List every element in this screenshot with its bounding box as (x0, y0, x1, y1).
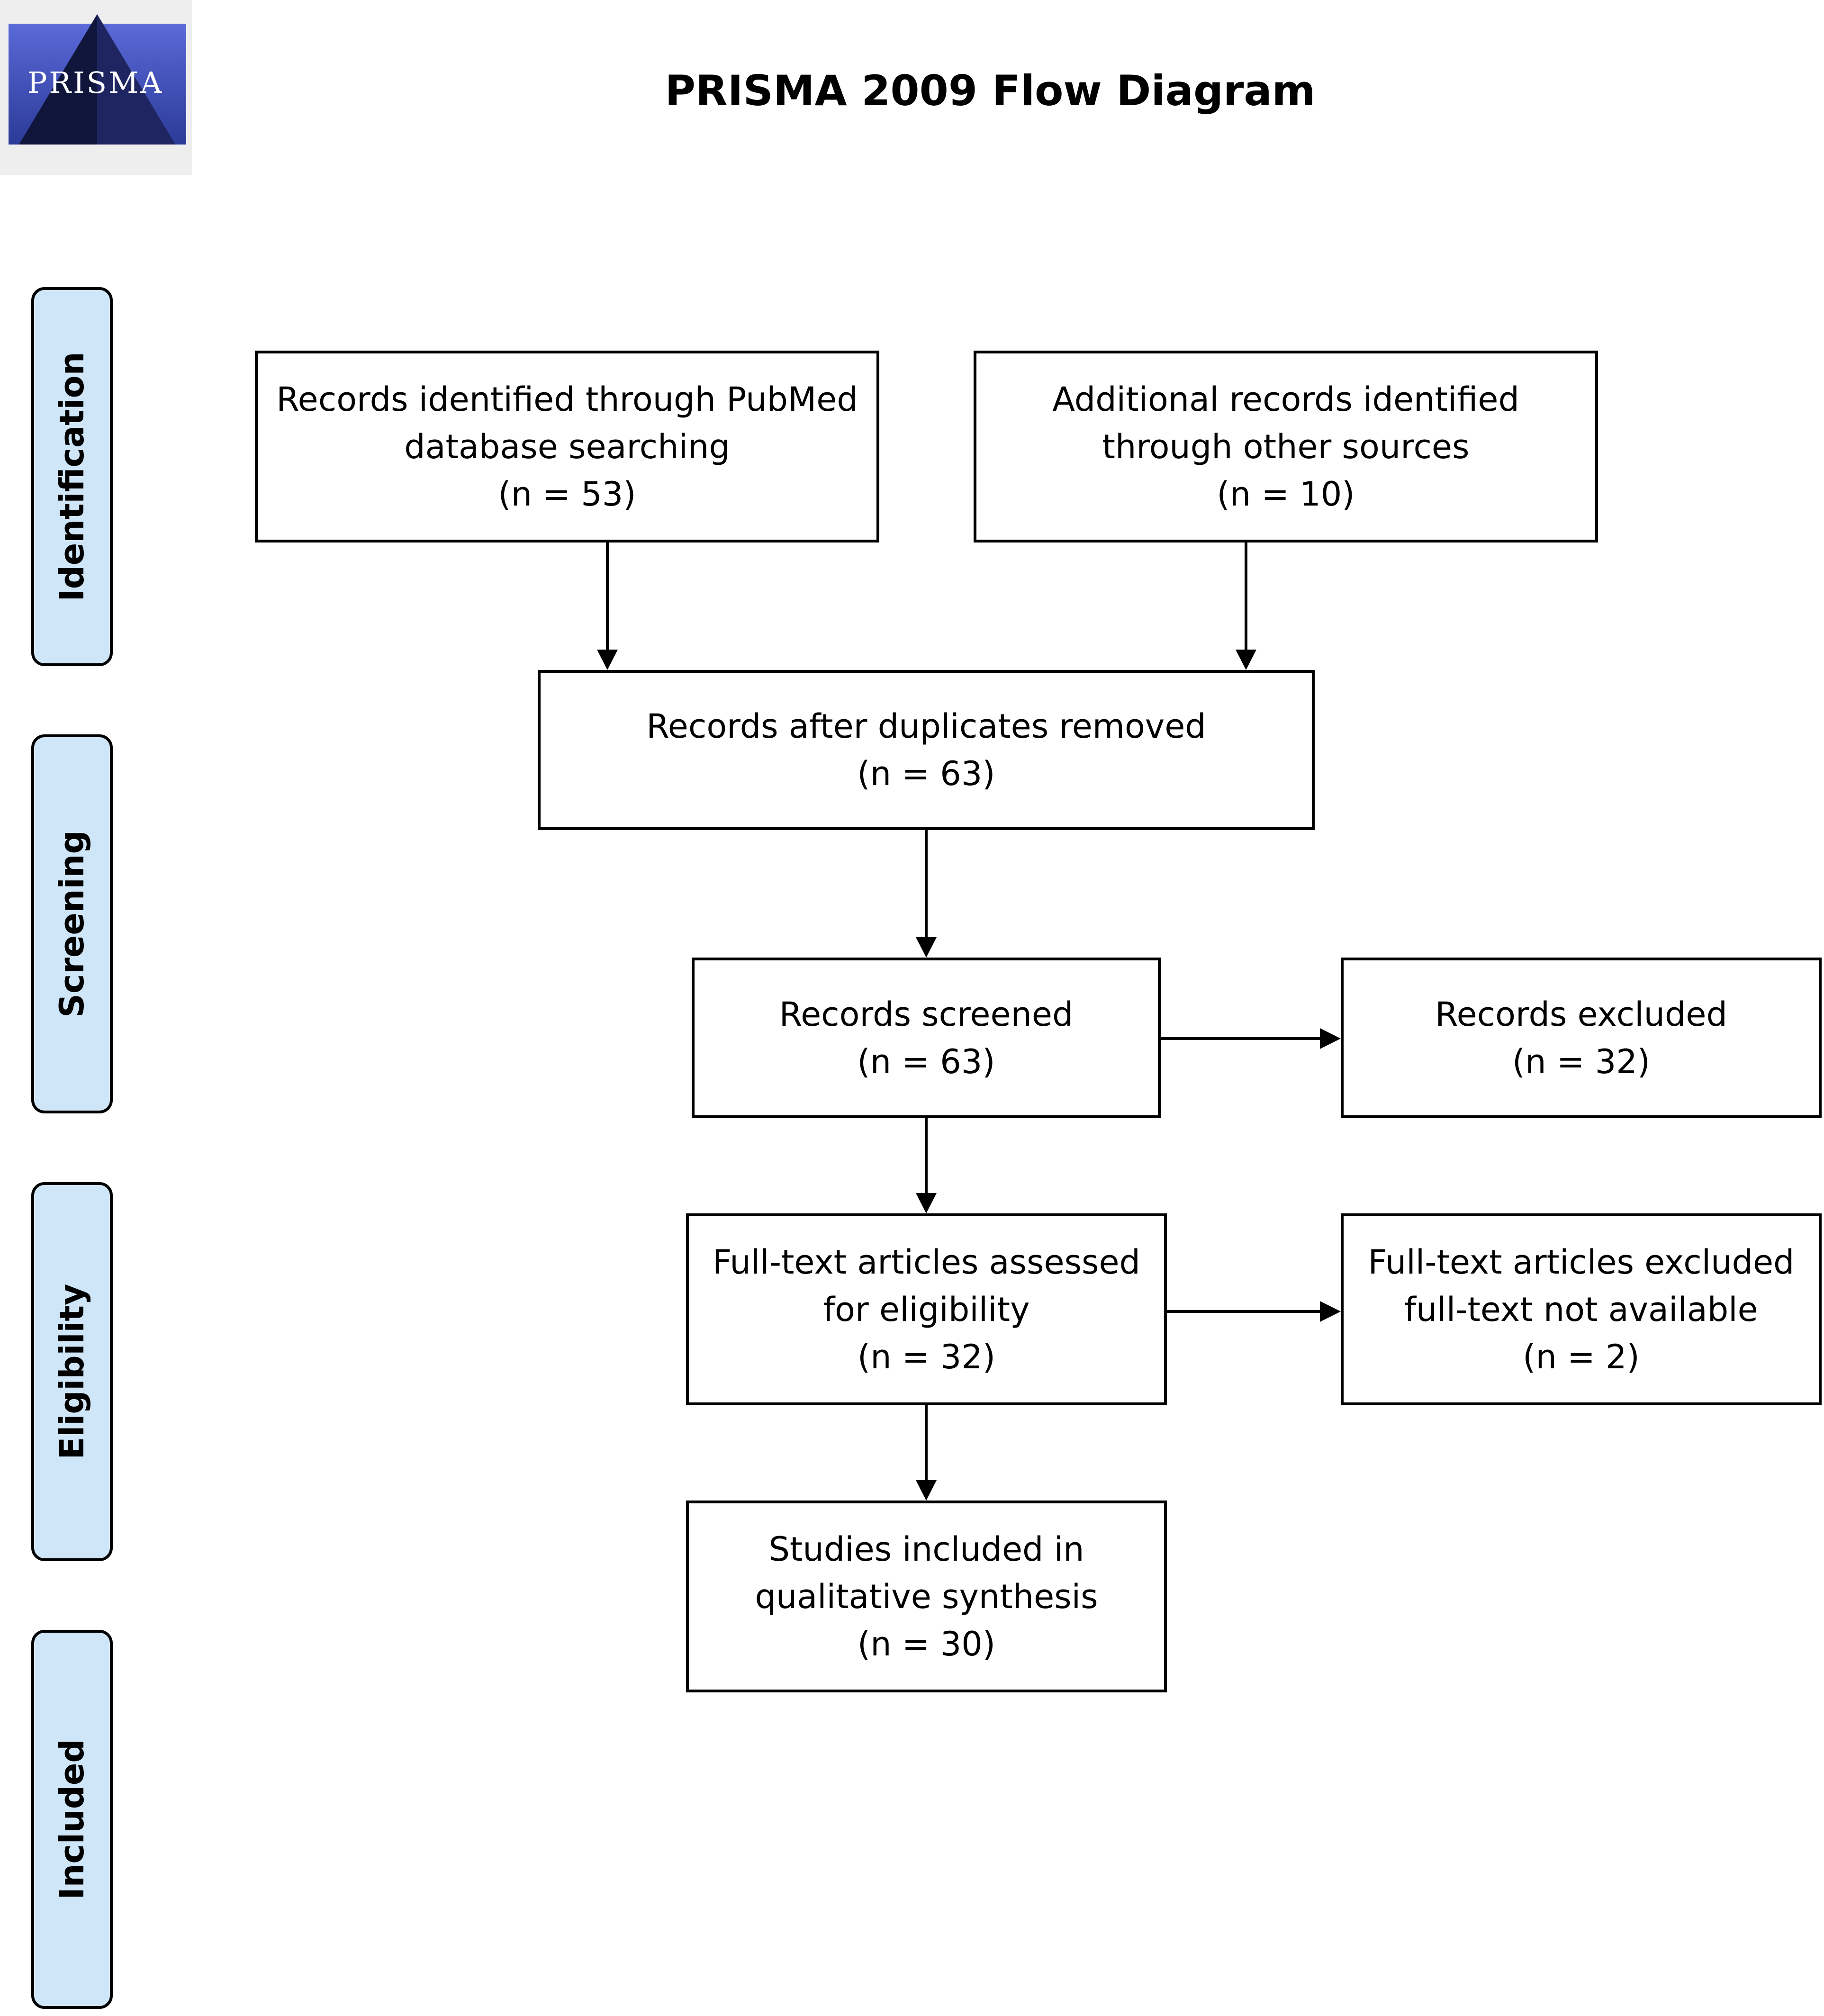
arrow-other-to-dedup (1236, 542, 1256, 670)
box-fulltext-excluded-count: (n = 2) (1523, 1337, 1640, 1376)
box-pubmed-line1: Records identified through PubMed (276, 380, 858, 419)
box-excluded-count: (n = 32) (1512, 1042, 1651, 1081)
box-other-count: (n = 10) (1217, 474, 1355, 514)
box-fulltext-line1: Full-text articles assessed (713, 1242, 1140, 1282)
arrow-fulltext-to-fulltext-excluded (1167, 1301, 1341, 1322)
box-dedup-line1: Records after duplicates removed (646, 707, 1206, 746)
arrow-fulltext-to-included (916, 1405, 937, 1501)
prisma-logo: PRISMA (0, 0, 192, 175)
box-other-line2: through other sources (1102, 427, 1470, 466)
box-duplicates-removed: Records after duplicates removed (n = 63… (538, 670, 1315, 830)
box-screened-line1: Records screened (779, 994, 1074, 1034)
arrow-dedup-to-screened (916, 830, 937, 958)
box-fulltext-assessed: Full-text articles assessed for eligibil… (686, 1213, 1167, 1405)
prisma-logo-graphic (9, 14, 186, 145)
box-fulltext-excluded: Full-text articles excluded full-text no… (1341, 1213, 1822, 1405)
diagram-title: PRISMA 2009 Flow Diagram (665, 66, 1316, 115)
arrow-pubmed-to-dedup (597, 542, 618, 670)
logo-word: PRISMA (27, 65, 164, 100)
box-records-screened: Records screened (n = 63) (692, 958, 1161, 1118)
box-fulltext-excluded-line1: Full-text articles excluded (1368, 1242, 1795, 1282)
box-included-line1: Studies included in (768, 1529, 1084, 1569)
arrow-screened-to-excluded (1161, 1028, 1341, 1049)
box-included-count: (n = 30) (857, 1624, 996, 1663)
box-fulltext-line2: for eligibility (823, 1290, 1030, 1329)
box-dedup-count: (n = 63) (857, 754, 995, 793)
box-included-line2: qualitative synthesis (755, 1577, 1098, 1616)
stage-screening: Screening (31, 734, 113, 1113)
stage-included: Included (31, 1630, 113, 2009)
box-excluded-line1: Records excluded (1435, 994, 1727, 1034)
stage-eligibility: Eligibility (31, 1182, 113, 1561)
stage-identification: Identification (31, 287, 113, 666)
box-pubmed-line2: database searching (404, 427, 730, 466)
arrow-screened-to-fulltext (916, 1118, 937, 1213)
box-studies-included: Studies included in qualitative synthesi… (686, 1501, 1167, 1692)
box-other-line1: Additional records identified (1052, 380, 1519, 419)
box-records-excluded: Records excluded (n = 32) (1341, 958, 1822, 1118)
box-other-sources: Additional records identified through ot… (974, 351, 1598, 542)
box-screened-count: (n = 63) (857, 1042, 995, 1081)
box-pubmed-records: Records identified through PubMed databa… (255, 351, 879, 542)
box-pubmed-count: (n = 53) (498, 474, 636, 514)
box-fulltext-excluded-line2: full-text not available (1404, 1290, 1758, 1329)
box-fulltext-count: (n = 32) (857, 1337, 996, 1376)
